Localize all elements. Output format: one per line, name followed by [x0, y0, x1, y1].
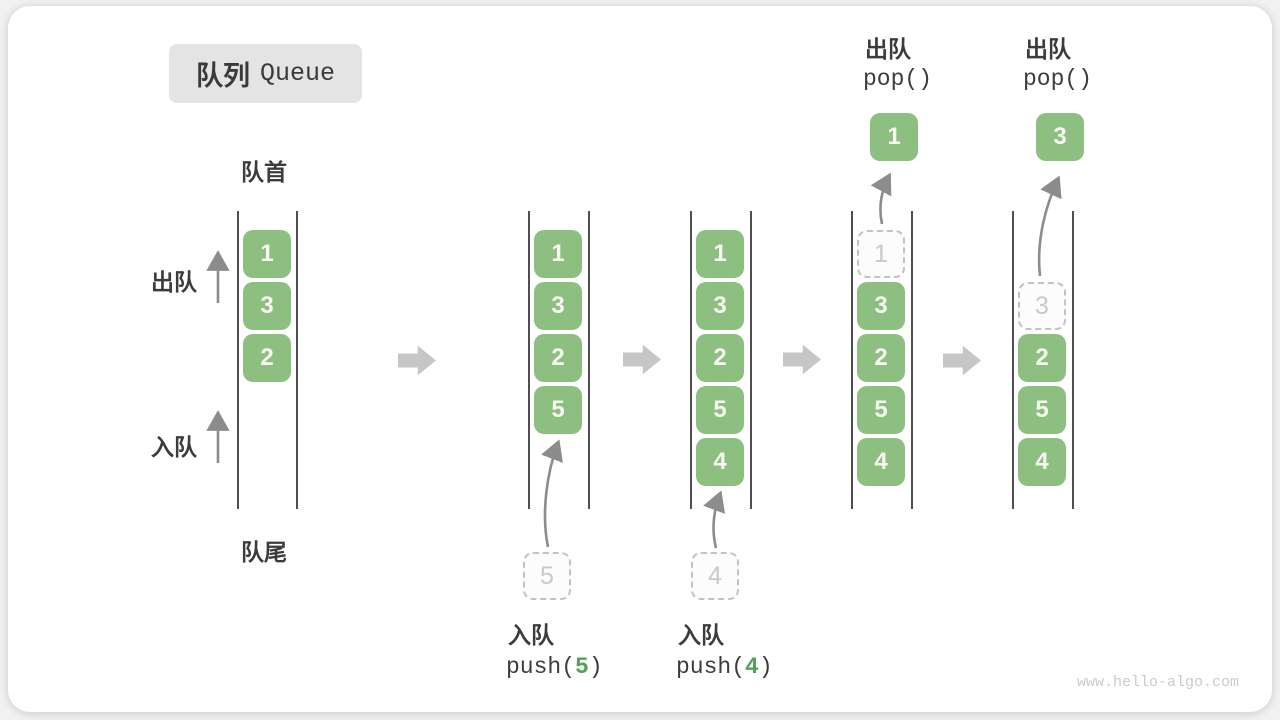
- queue-wall: [237, 211, 239, 509]
- queue-element: 3: [534, 282, 582, 330]
- queue-wall: [851, 211, 853, 509]
- code-pop-second: pop(): [1023, 66, 1093, 92]
- title-en: Queue: [259, 59, 335, 88]
- queue-element: 5: [1018, 386, 1066, 434]
- label-dequeue-side: 出队: [151, 269, 197, 295]
- label-dequeue-op: 出队: [865, 36, 911, 62]
- label-enqueue-op: 入队: [678, 622, 724, 648]
- code-push5: push(5): [506, 654, 603, 680]
- title-zh: 队列: [195, 61, 250, 91]
- code-push5-open: push(: [506, 654, 576, 680]
- queue-element: 3: [857, 282, 905, 330]
- code-push4: push(4): [676, 654, 773, 680]
- queue-element: 5: [857, 386, 905, 434]
- queue-element: 2: [243, 334, 291, 382]
- label-enqueue-side: 入队: [151, 434, 197, 460]
- queue-element: 5: [696, 386, 744, 434]
- queue-wall: [588, 211, 590, 509]
- queue-element: 2: [696, 334, 744, 382]
- title-badge: 队列 Queue: [169, 44, 362, 103]
- popped-element: 3: [1036, 113, 1084, 161]
- code-push4-open: push(: [676, 654, 746, 680]
- queue-element-ghost: 3: [1018, 282, 1066, 330]
- code-push5-arg: 5: [575, 654, 589, 680]
- queue-wall: [911, 211, 913, 509]
- popped-element: 1: [870, 113, 918, 161]
- queue-wall: [1012, 211, 1014, 509]
- queue-element: 3: [696, 282, 744, 330]
- queue-element: 1: [243, 230, 291, 278]
- code-push5-close: ): [588, 654, 603, 680]
- queue-element: 2: [1018, 334, 1066, 382]
- queue-element: 3: [243, 282, 291, 330]
- queue-wall: [1072, 211, 1074, 509]
- incoming-element-ghost: 5: [523, 552, 571, 600]
- queue-element: 4: [857, 438, 905, 486]
- queue-wall: [296, 211, 298, 509]
- queue-element: 1: [696, 230, 744, 278]
- code-push4-arg: 4: [745, 654, 759, 680]
- queue-element: 5: [534, 386, 582, 434]
- queue-wall: [690, 211, 692, 509]
- queue-element: 2: [857, 334, 905, 382]
- queue-element: 4: [696, 438, 744, 486]
- code-pop-first: pop(): [863, 66, 933, 92]
- label-dequeue-op: 出队: [1025, 36, 1071, 62]
- queue-element: 1: [534, 230, 582, 278]
- label-enqueue-op: 入队: [508, 622, 554, 648]
- queue-element-ghost: 1: [857, 230, 905, 278]
- queue-element: 2: [534, 334, 582, 382]
- queue-wall: [528, 211, 530, 509]
- queue-element: 4: [1018, 438, 1066, 486]
- code-push4-close: ): [758, 654, 773, 680]
- label-queue-rear: 队尾: [241, 539, 287, 565]
- label-queue-front: 队首: [241, 159, 287, 185]
- incoming-element-ghost: 4: [691, 552, 739, 600]
- queue-wall: [750, 211, 752, 509]
- watermark: www.hello-algo.com: [1077, 674, 1240, 691]
